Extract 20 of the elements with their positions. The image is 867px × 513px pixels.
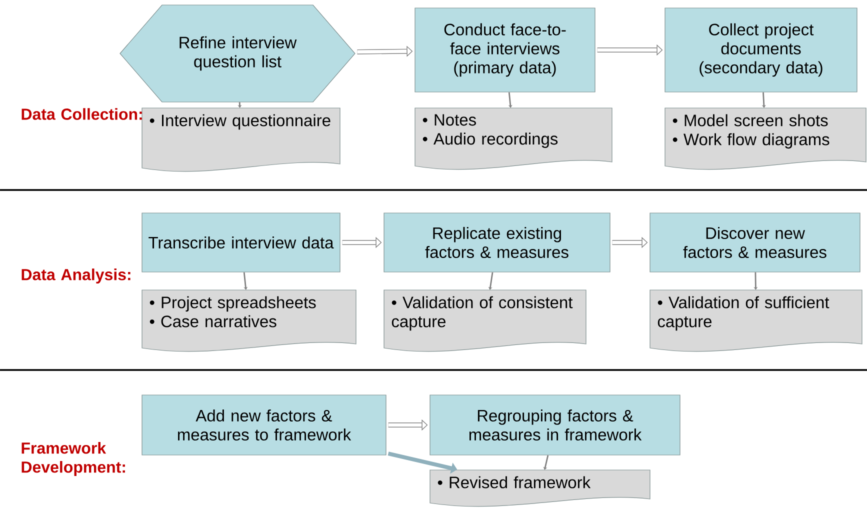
document-box: • Validation of consistent capture — [384, 290, 586, 352]
document-box: • Notes • Audio recordings — [414, 108, 612, 170]
section-label: Data Analysis: — [22, 268, 130, 284]
process-box: Regrouping factors & measures in framework — [430, 394, 680, 456]
document-box: • Model screen shots • Work flow diagrams — [664, 108, 866, 170]
process-box: Replicate existing factors & measures — [384, 212, 610, 272]
document-box: • Validation of sufficient capture — [650, 290, 862, 352]
process-box: Discover new factors & measures — [650, 212, 860, 272]
document-box: • Interview questionnaire — [142, 108, 340, 172]
process-box: Add new factors & measures to framework — [142, 394, 386, 456]
arrow — [243, 272, 248, 290]
section-label: Framework Development: — [22, 442, 125, 476]
arrow — [508, 92, 512, 108]
process-box: Transcribe interview data — [142, 212, 340, 272]
process-box: Collect project documents (secondary data) — [664, 8, 858, 92]
document-box: • Project spreadsheets • Case narratives — [142, 290, 356, 352]
process-box: Conduct face-to-face interviews (primary data) — [414, 8, 596, 92]
section-label: Data Collection: — [22, 108, 142, 120]
hexagon-box: Refine interview question list — [120, 4, 356, 102]
document-box: • Revised framework — [430, 470, 650, 507]
